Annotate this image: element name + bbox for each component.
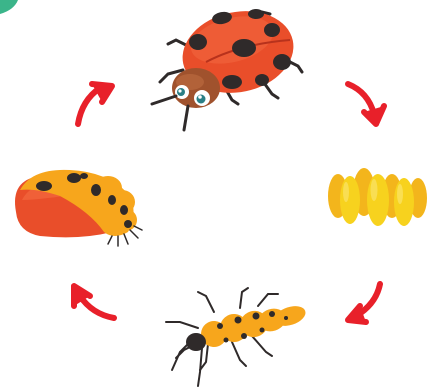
arrow-eggs-to-larva [348,284,380,322]
arrow-pupa-to-adult [78,84,112,124]
egg-cluster-icon [328,168,427,226]
arrow-larva-to-pupa [74,286,114,318]
ladybug-adult-icon [152,1,302,130]
corner-accent [0,0,18,14]
larva-icon [166,288,308,386]
arrow-adult-to-eggs [348,84,384,124]
pupa-icon [15,170,142,246]
